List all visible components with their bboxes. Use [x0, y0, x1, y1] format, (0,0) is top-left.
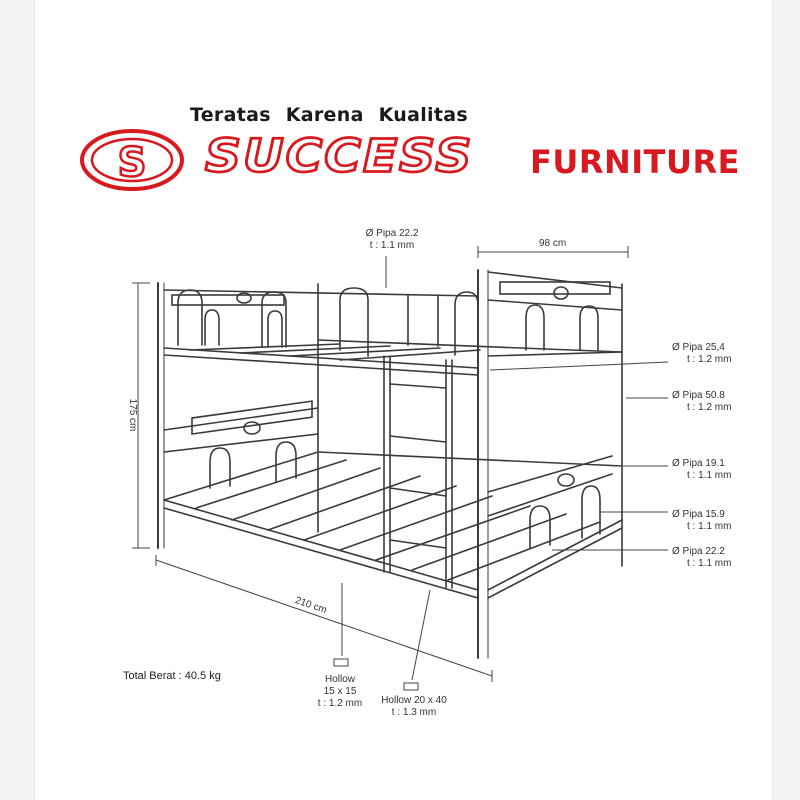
tagline: Teratas Karena Kualitas — [190, 104, 468, 126]
spec-top-rail: Ø Pipa 22.2 t : 1.1 mm — [352, 228, 432, 252]
spec-pipa-25-4-dia: Ø Pipa 25,4 — [672, 342, 725, 353]
spec-pipa-22-2-thickness: t : 1.1 mm — [687, 558, 732, 569]
spec-pipa-50-8: Ø Pipa 50.8 t : 1.2 mm — [672, 390, 731, 414]
spec-pipa-19-1: Ø Pipa 19.1 t : 1.1 mm — [672, 458, 731, 482]
spec-top-rail-dia: Ø Pipa 22.2 — [365, 228, 419, 239]
left-margin — [0, 0, 35, 800]
spec-hollow-15: Hollow 15 x 15 t : 1.2 mm — [300, 674, 380, 710]
spec-top-rail-thickness: t : 1.1 mm — [369, 240, 415, 251]
spec-pipa-15-9-thickness: t : 1.1 mm — [687, 521, 732, 532]
spec-hollow-20-label: Hollow 20 x 40 — [381, 695, 447, 706]
spec-pipa-25-4: Ø Pipa 25,4 t : 1.2 mm — [672, 342, 731, 366]
spec-hollow-15-thickness: t : 1.2 mm — [317, 698, 363, 709]
brand-name: SUCCESS — [203, 130, 474, 183]
spec-pipa-19-1-dia: Ø Pipa 19.1 — [672, 458, 725, 469]
spec-pipa-50-8-thickness: t : 1.2 mm — [687, 402, 732, 413]
total-weight: Total Berat : 40.5 kg — [123, 670, 221, 682]
spec-pipa-22-2: Ø Pipa 22.2 t : 1.1 mm — [672, 546, 731, 570]
spec-hollow-15-size: 15 x 15 — [323, 686, 357, 697]
spec-pipa-19-1-thickness: t : 1.1 mm — [687, 470, 732, 481]
height-dimension-label: 175 cm — [127, 399, 138, 432]
spec-hollow-20: Hollow 20 x 40 t : 1.3 mm — [366, 695, 462, 719]
spec-pipa-15-9: Ø Pipa 15.9 t : 1.1 mm — [672, 509, 731, 533]
logo-letter: S — [118, 140, 147, 186]
spec-pipa-15-9-dia: Ø Pipa 15.9 — [672, 509, 725, 520]
lower-front-rail — [163, 499, 479, 591]
lower-back-rail — [163, 451, 319, 501]
right-margin — [772, 0, 800, 800]
upper-guard-top — [163, 289, 479, 297]
width-dimension-label: 98 cm — [539, 238, 567, 249]
spec-pipa-22-2-dia: Ø Pipa 22.2 — [672, 546, 725, 557]
upper-front-rail — [163, 347, 479, 369]
spec-hollow-20-thickness: t : 1.3 mm — [391, 707, 437, 718]
spec-pipa-50-8-dia: Ø Pipa 50.8 — [672, 390, 725, 401]
bed-frame — [157, 269, 623, 659]
spec-pipa-25-4-thickness: t : 1.2 mm — [687, 354, 732, 365]
brand-logo-icon: S — [80, 129, 184, 191]
dimension-lines — [132, 246, 669, 691]
spec-hollow-15-label: Hollow — [324, 674, 355, 685]
brand-suffix: FURNITURE — [530, 143, 740, 181]
